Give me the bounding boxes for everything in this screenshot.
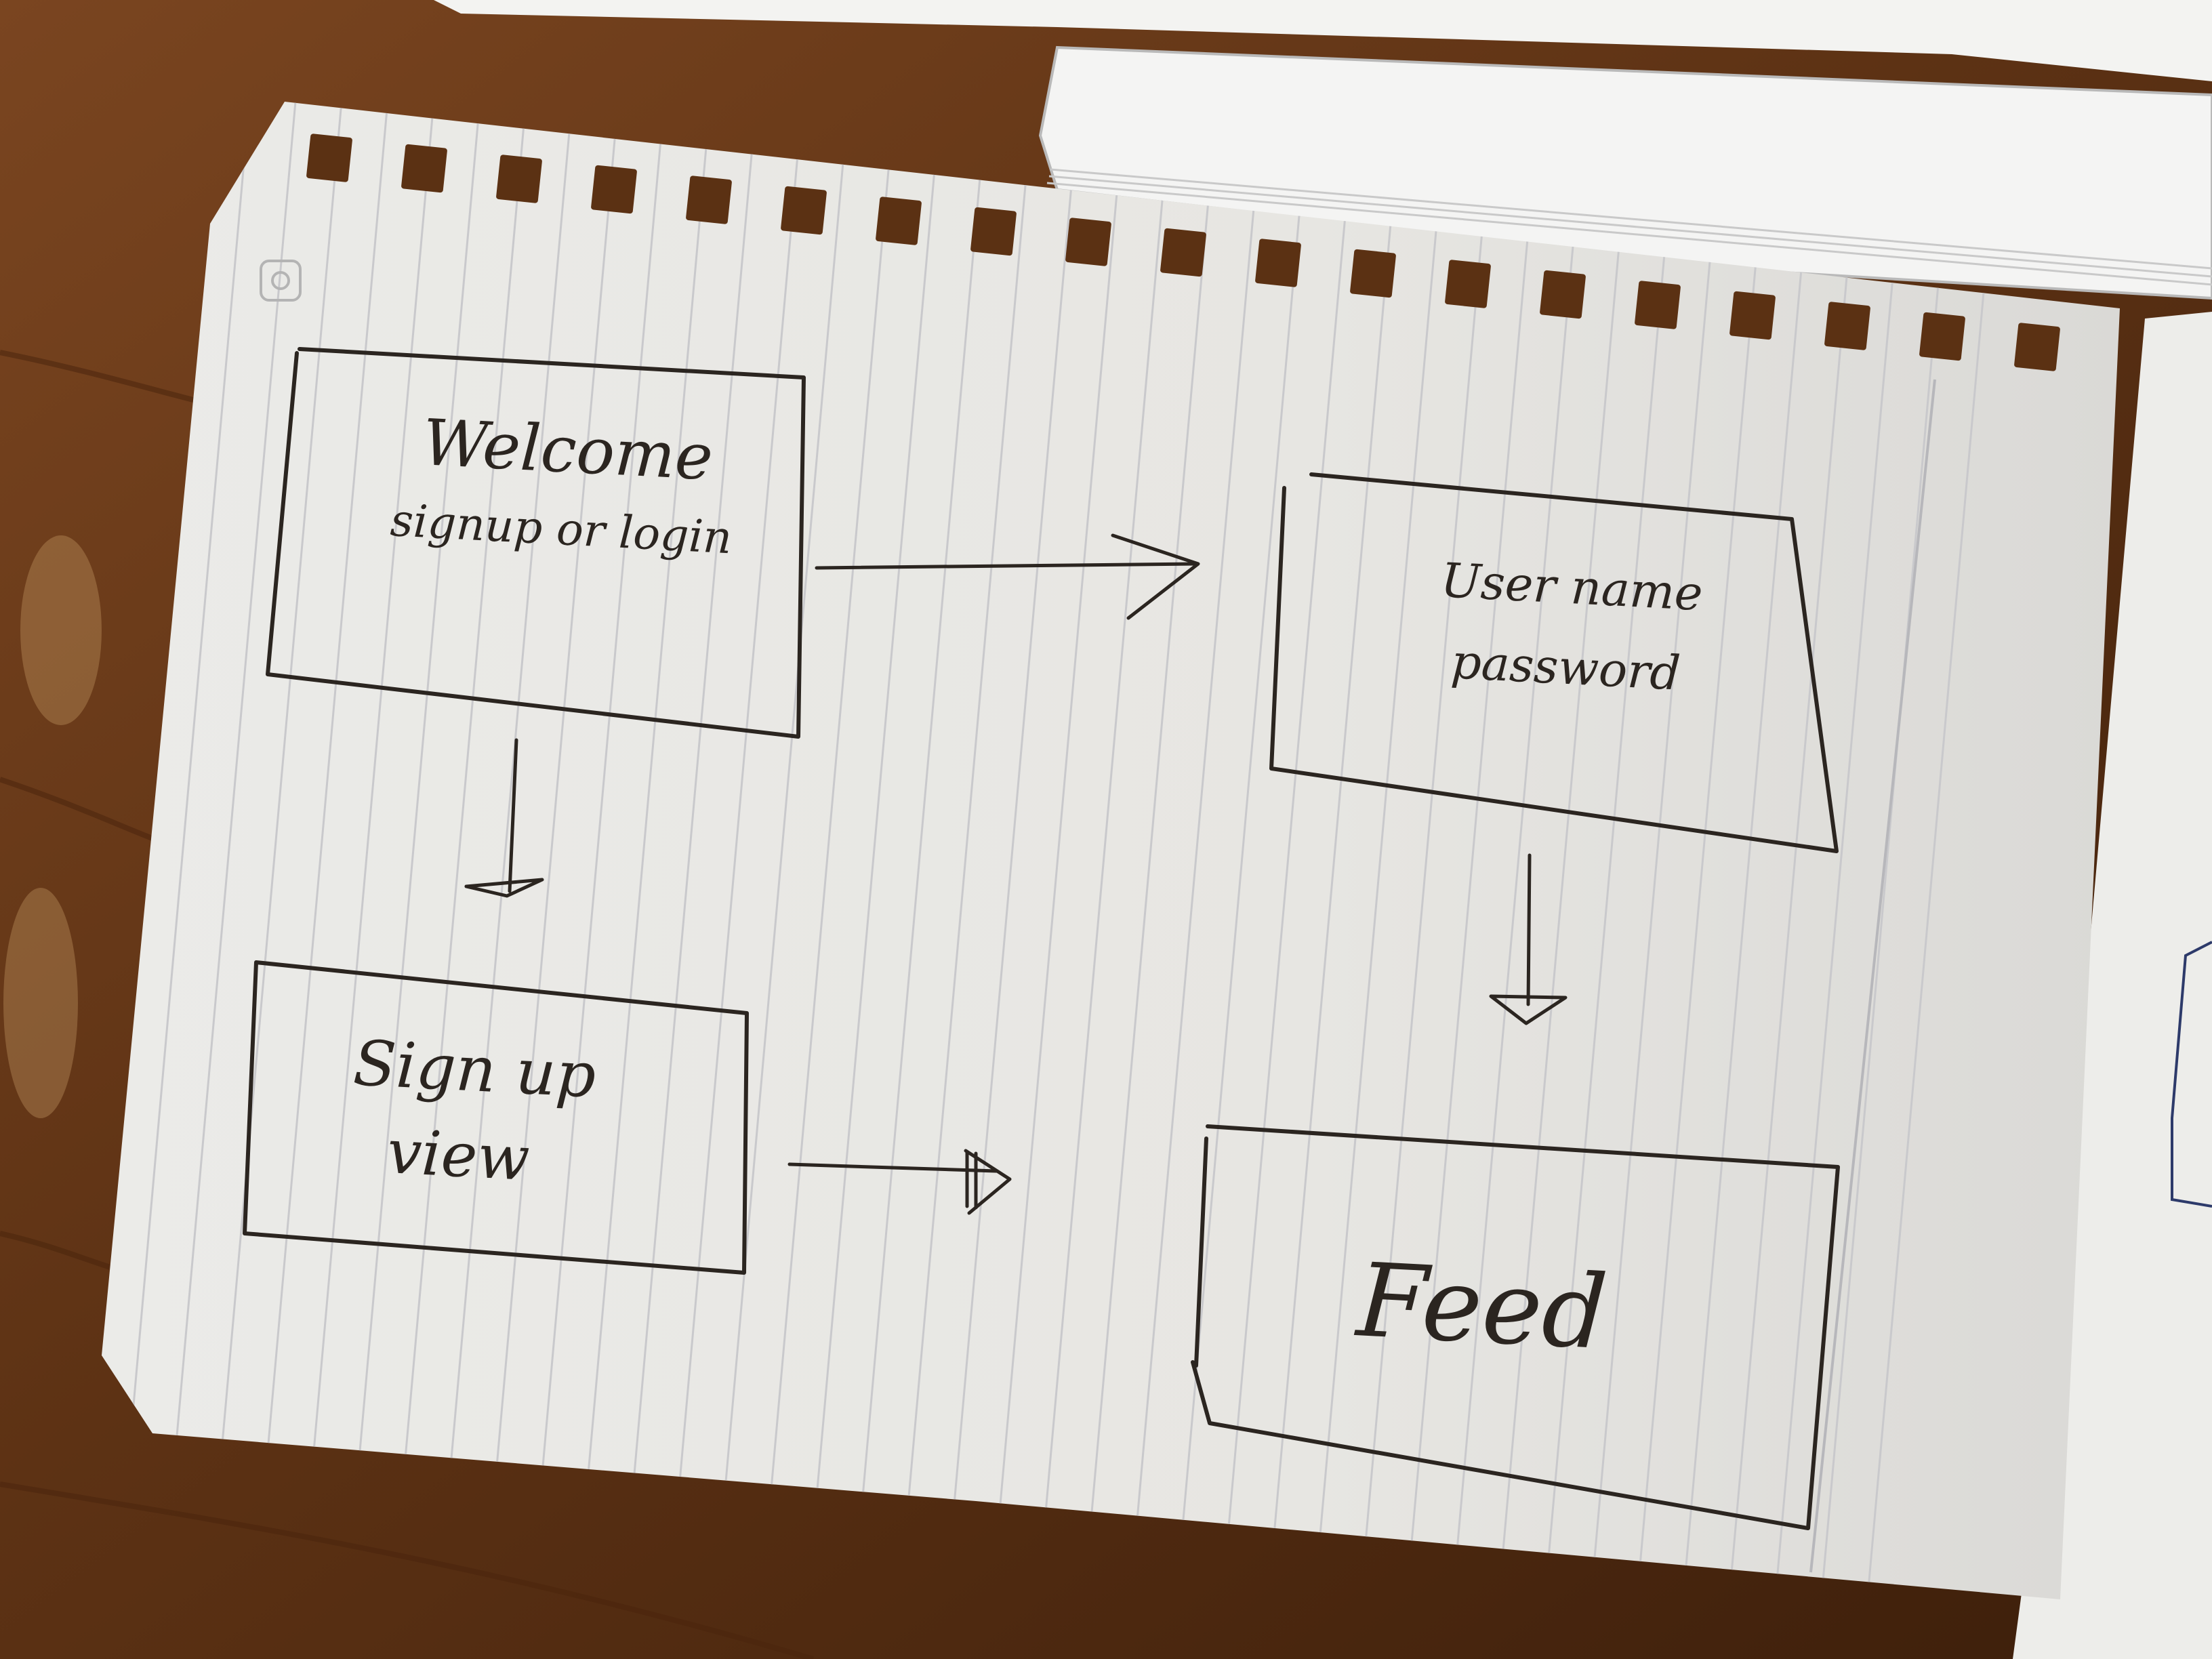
ruled-line xyxy=(1034,102,1172,1599)
perforation-hole xyxy=(1729,291,1776,340)
perforation-hole xyxy=(1160,228,1206,277)
arrow-login-to-feed xyxy=(1489,853,1568,1025)
notebook-logo-icon xyxy=(260,260,302,302)
ruled-line xyxy=(1311,102,1449,1599)
ruled-line xyxy=(1449,102,1587,1599)
perforation-hole xyxy=(496,155,542,203)
ruled-line xyxy=(1587,102,1725,1599)
ruled-line xyxy=(1679,102,1818,1599)
perforation-hole xyxy=(781,186,827,235)
ruled-line xyxy=(1864,102,2002,1599)
ruled-line xyxy=(850,102,988,1599)
ruled-line xyxy=(1633,102,1771,1599)
box-signup xyxy=(243,960,749,1275)
ruled-line xyxy=(1725,102,1864,1599)
ruled-lines xyxy=(102,102,2002,1599)
perforation-hole xyxy=(1445,260,1491,308)
box-welcome-title: Welcome xyxy=(421,406,715,495)
background-sketch-fragment xyxy=(2171,941,2212,1208)
background-paper-top xyxy=(434,0,2212,81)
perforation-hole xyxy=(970,207,1017,256)
ruled-line xyxy=(205,102,343,1599)
notebook-page-edges xyxy=(1046,168,2212,286)
perforation-holes xyxy=(306,134,2060,371)
perforation-hole xyxy=(686,176,732,224)
perforation-hole xyxy=(1635,281,1681,329)
paper-sheet xyxy=(102,102,2120,1599)
ruled-line xyxy=(1541,102,1679,1599)
ruled-line xyxy=(942,102,1080,1599)
ruled-line xyxy=(619,102,758,1599)
perforation-hole xyxy=(1919,312,1965,361)
box-feed xyxy=(1191,1124,1840,1530)
ruled-line xyxy=(481,102,619,1599)
ruled-line xyxy=(1771,102,1910,1599)
ruled-line xyxy=(343,102,481,1599)
box-feed-title: Feed xyxy=(1352,1242,1610,1372)
ruled-line xyxy=(712,102,850,1599)
ruled-line xyxy=(112,102,251,1599)
box-welcome xyxy=(266,347,806,739)
box-signup-title: Sign up xyxy=(352,1027,598,1112)
ruled-line xyxy=(1218,102,1357,1599)
perforation-hole xyxy=(306,134,352,182)
ruled-line xyxy=(1495,102,1633,1599)
box-signup-subtitle: view xyxy=(386,1116,531,1195)
perforation-hole xyxy=(876,197,922,245)
perforation-hole xyxy=(1540,270,1586,319)
ruled-line xyxy=(1126,102,1265,1599)
perforation-hole xyxy=(1255,239,1301,287)
ruled-line xyxy=(159,102,297,1599)
ruled-line xyxy=(896,102,1034,1599)
perforation-hole xyxy=(1350,249,1396,298)
perforation-hole xyxy=(1824,302,1870,350)
perforation-hole xyxy=(591,165,637,214)
wood-highlight xyxy=(3,535,102,1118)
arrow-welcome-to-signup xyxy=(464,738,544,898)
arrow-signup-to-feed xyxy=(787,1149,1012,1215)
ruled-line xyxy=(804,102,942,1599)
ruled-line xyxy=(573,102,712,1599)
ruled-line xyxy=(665,102,804,1599)
ruled-line xyxy=(1357,102,1495,1599)
box-login xyxy=(1269,472,1839,853)
ruled-line xyxy=(389,102,527,1599)
ruled-line xyxy=(435,102,573,1599)
perforation-hole xyxy=(1065,218,1111,266)
ruled-line xyxy=(758,102,896,1599)
ruled-line xyxy=(527,102,665,1599)
box-login-subtitle: password xyxy=(1450,634,1682,701)
perforation-hole xyxy=(401,144,447,193)
arrow-welcome-to-login xyxy=(815,533,1200,620)
ruled-line xyxy=(251,102,389,1599)
ruled-line xyxy=(1080,102,1218,1599)
ruled-line xyxy=(988,102,1126,1599)
ruled-line xyxy=(1403,102,1541,1599)
margin-line xyxy=(1809,379,1936,1573)
ruled-line xyxy=(1265,102,1403,1599)
perforation-hole xyxy=(2014,323,2060,371)
box-login-title: User name xyxy=(1439,552,1704,621)
